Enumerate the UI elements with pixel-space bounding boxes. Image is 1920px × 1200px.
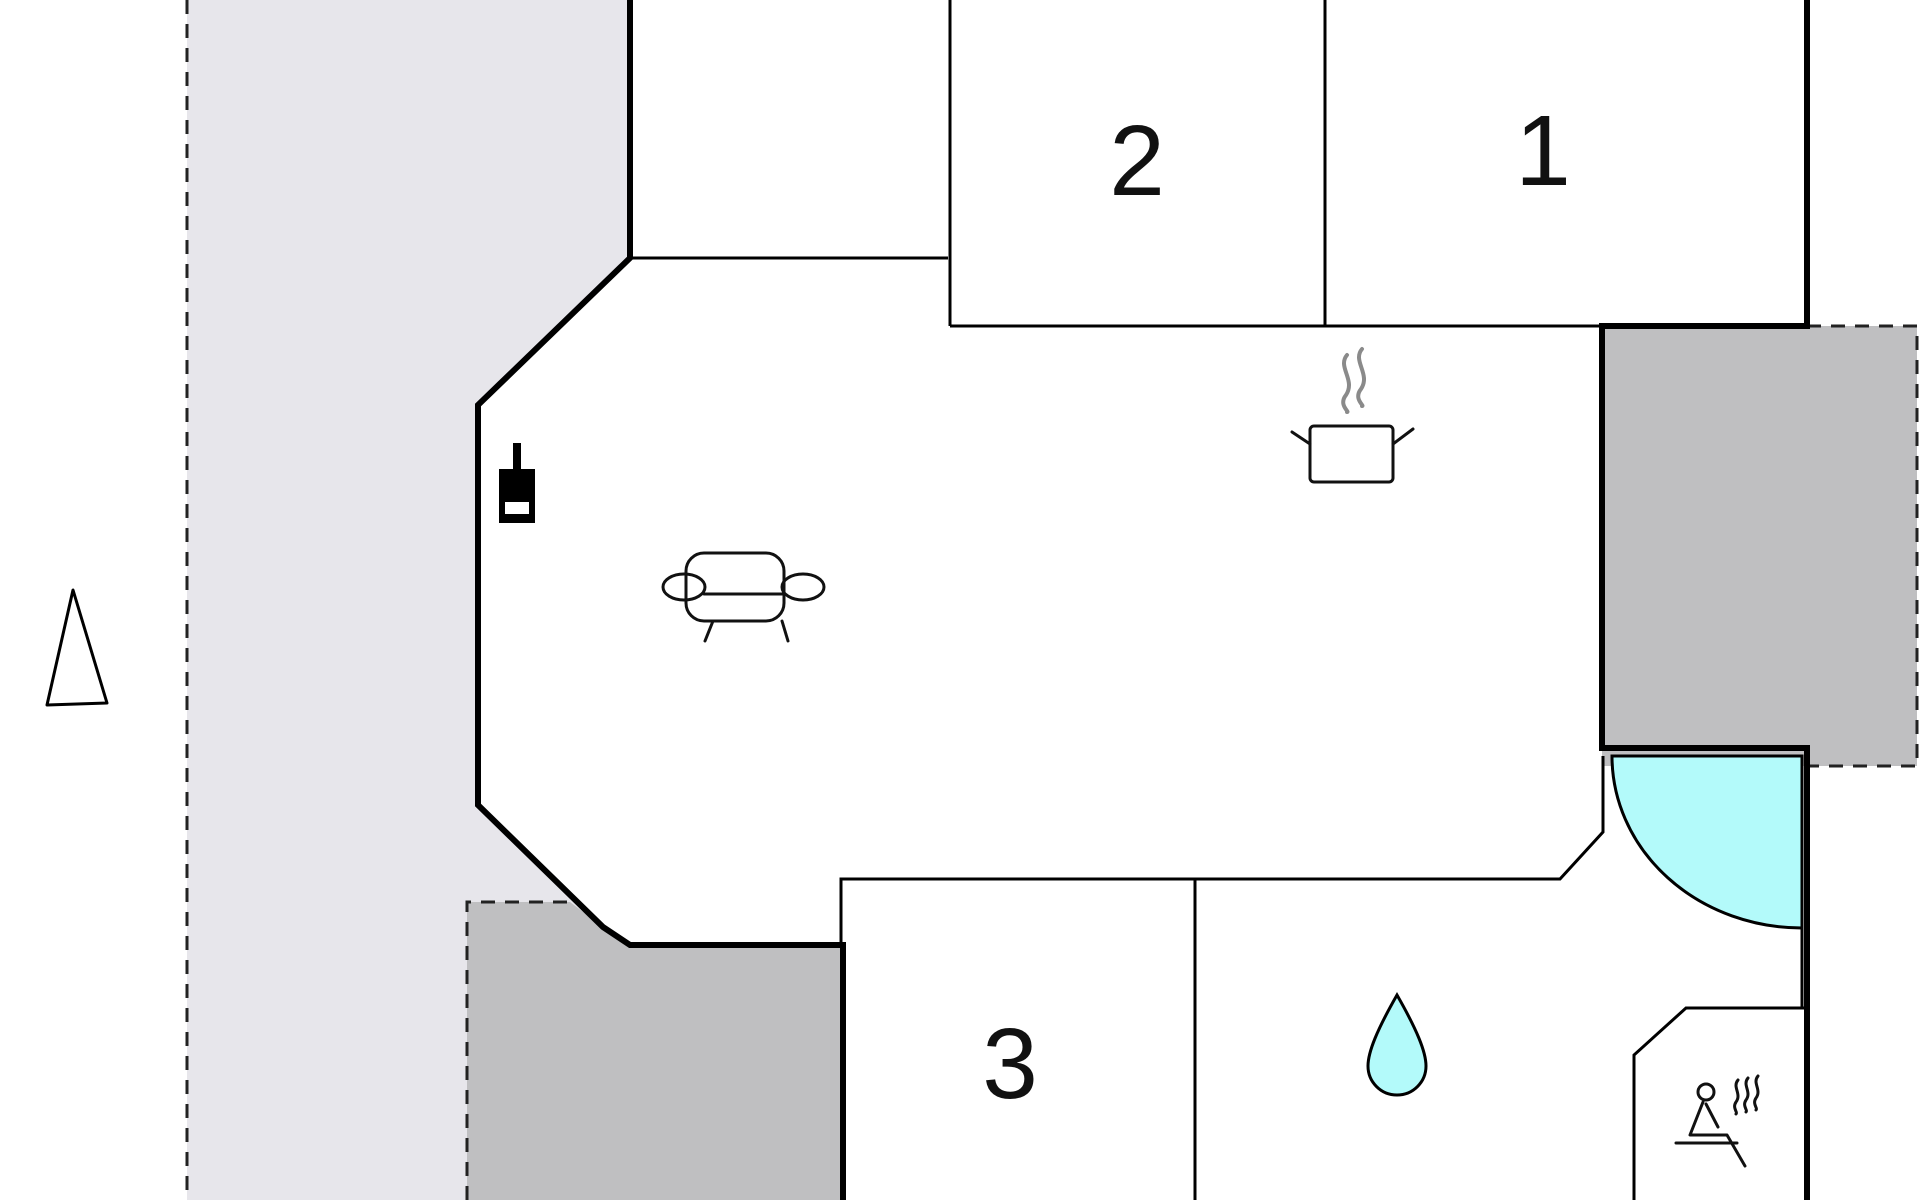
door-swing <box>1610 754 1804 930</box>
wall-living-south <box>839 756 1605 945</box>
covered-area-bottom-left <box>467 902 843 1200</box>
room-label-1: 1 <box>1515 95 1571 207</box>
cooking-pot-icon <box>1290 347 1415 484</box>
sofa-icon <box>661 551 826 643</box>
covered-area-bottom-left-outline <box>465 900 570 1200</box>
room-label-3: 3 <box>982 1008 1038 1120</box>
interior-floor <box>478 0 1807 1200</box>
outer-wall-west <box>475 0 846 1200</box>
covered-area-right-outline <box>1807 324 1919 768</box>
room-label-2: 2 <box>1109 105 1165 217</box>
covered-area-right <box>1602 326 1917 766</box>
outer-wall-east-upper <box>1599 0 1810 1200</box>
water-drop-icon <box>1366 991 1428 1097</box>
wall-sauna <box>1632 1006 1804 1200</box>
north-arrow-icon <box>45 588 109 707</box>
wood-stove-icon <box>499 443 535 523</box>
sauna-icon <box>1674 1074 1760 1168</box>
